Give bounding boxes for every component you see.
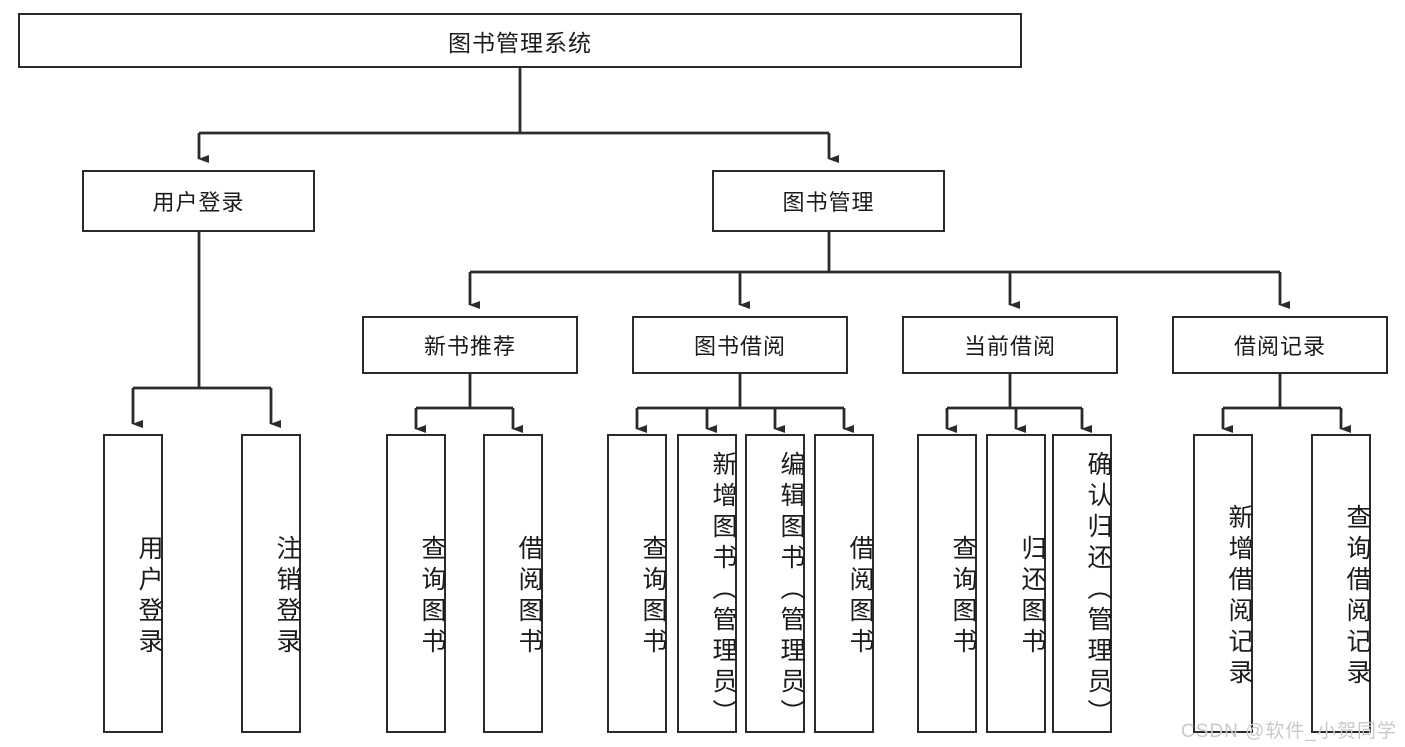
node-leaf-query-borrow-record[interactable]: 查询借阅记录 — [1311, 434, 1371, 733]
node-leaf-add-borrow-record[interactable]: 新增借阅记录 — [1193, 434, 1253, 733]
node-current-borrow[interactable]: 当前借阅 — [902, 316, 1118, 374]
node-leaf-query-book-borrow[interactable]: 查询图书 — [607, 434, 667, 733]
node-leaf-query-book-current[interactable]: 查询图书 — [917, 434, 977, 733]
node-leaf-return-book[interactable]: 归还图书 — [986, 434, 1046, 733]
node-book-management[interactable]: 图书管理 — [712, 170, 945, 232]
node-root-system[interactable]: 图书管理系统 — [18, 13, 1022, 68]
node-leaf-edit-book-admin[interactable]: 编辑图书（管理员） — [745, 434, 805, 733]
node-borrow-record[interactable]: 借阅记录 — [1172, 316, 1388, 374]
node-leaf-borrow-book[interactable]: 借阅图书 — [814, 434, 874, 733]
node-book-borrow[interactable]: 图书借阅 — [632, 316, 848, 374]
node-leaf-user-login[interactable]: 用户登录 — [103, 434, 163, 733]
node-leaf-user-logout[interactable]: 注销登录 — [241, 434, 301, 733]
node-new-book-recommendation[interactable]: 新书推荐 — [362, 316, 578, 374]
node-user-login[interactable]: 用户登录 — [82, 170, 315, 232]
node-leaf-borrow-book-rec[interactable]: 借阅图书 — [483, 434, 543, 733]
csdn-watermark: CSDN @软件_小贺同学 — [1181, 721, 1397, 742]
node-leaf-confirm-return-admin[interactable]: 确认归还（管理员） — [1052, 434, 1112, 733]
node-leaf-query-book-rec[interactable]: 查询图书 — [386, 434, 446, 733]
node-leaf-add-book-admin[interactable]: 新增图书（管理员） — [677, 434, 737, 733]
